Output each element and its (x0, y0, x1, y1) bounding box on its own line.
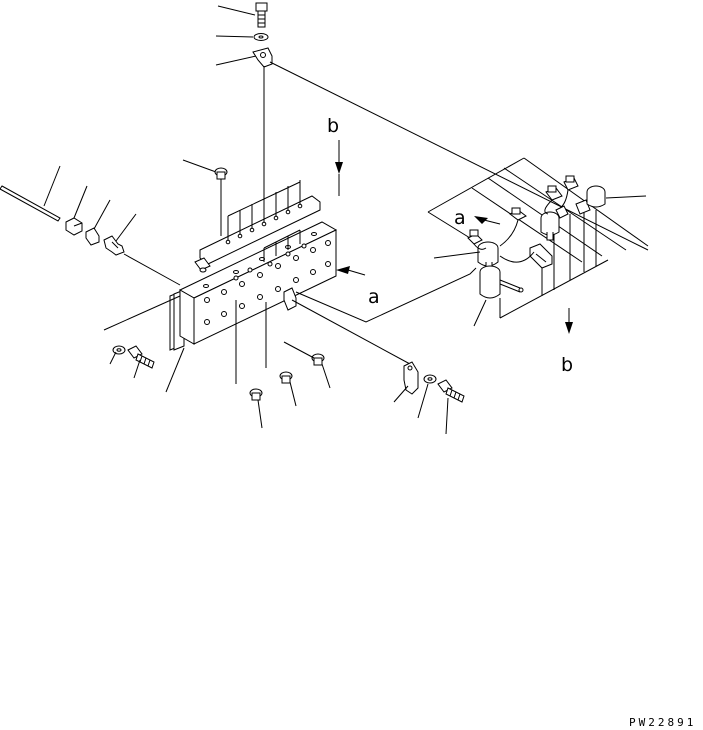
leader-top-washer (215, 35, 254, 38)
screw-lower-1 (249, 388, 263, 401)
fitting-left (103, 235, 125, 256)
leader-rod (43, 165, 61, 207)
leader-nut-left (73, 185, 88, 219)
callout-a-block: a (368, 286, 380, 308)
long-rod (0, 185, 61, 222)
valve-block (169, 221, 338, 351)
connector-2 (509, 207, 527, 221)
block-ports-row-2 (204, 261, 331, 325)
pressure-sensor-3 (586, 185, 606, 208)
connector-group-frame (427, 157, 649, 319)
leader-block-lower (165, 347, 185, 393)
screw-lower-3 (311, 353, 325, 366)
callout-b-upper: b (327, 115, 339, 137)
screw-lower-3-line (283, 341, 315, 359)
screw-lower-2 (279, 371, 293, 384)
arrow-a-upper-head (474, 216, 488, 224)
leader-bolt-lower-left (133, 359, 141, 379)
solenoid-sensor (479, 265, 524, 299)
leader-sleeve-left (93, 199, 111, 230)
screw-upper (214, 167, 228, 180)
harness-wire (295, 267, 477, 323)
leader-fitting-left (115, 213, 137, 242)
leader-washer-lower-right (417, 383, 429, 419)
callout-b-lower: b (561, 354, 573, 376)
leader-sensor-3 (605, 195, 647, 199)
block-ports-row-1 (204, 240, 331, 303)
strip-pins-lower (233, 229, 307, 281)
strip-pins (225, 180, 303, 245)
leader-screw-lower-1 (257, 399, 263, 429)
washer-lower-right (423, 374, 437, 384)
clip-to-connector-line (269, 61, 649, 251)
washer-lower-left (112, 345, 126, 355)
fitting-to-block-line (123, 253, 181, 286)
cable-clamp (403, 361, 419, 395)
leader-group-left (433, 251, 481, 259)
sleeve-left (85, 227, 100, 246)
arrow-a-block-head (336, 266, 350, 274)
bolt-lower-left (127, 345, 155, 369)
leader-cable-clamp (393, 385, 409, 403)
leader-top-bolt (217, 5, 256, 16)
connector-1 (467, 229, 483, 245)
connector-4 (563, 175, 579, 191)
nut-left (65, 217, 83, 236)
arrow-b-upper-head (335, 162, 343, 174)
bracket-to-clamp-line (291, 299, 411, 365)
leader-screw-lower-2 (289, 381, 297, 407)
leader-solenoid (473, 299, 487, 327)
plug-sensor (529, 243, 553, 269)
leader-screw-lower-3 (321, 363, 331, 389)
arrow-b-lower-head (565, 322, 573, 334)
block-harness-strip (194, 180, 321, 281)
leader-block-left (103, 295, 181, 331)
callout-a-upper: a (454, 207, 466, 229)
arrow-a-block-shaft (347, 269, 366, 276)
leader-washer-lower-left (109, 351, 117, 365)
block-bracket (283, 287, 297, 311)
figure-code: PW22891 (629, 716, 696, 729)
connector-3 (545, 185, 563, 201)
group-wires (473, 189, 569, 263)
leader-screw-upper (182, 159, 217, 173)
block-top-holes (203, 232, 317, 288)
top-clip (252, 47, 273, 68)
top-washer (253, 33, 269, 41)
bolt-lower-right (437, 379, 465, 403)
arrow-a-upper-shaft (483, 219, 501, 225)
leader-bolt-lower-right (445, 397, 449, 435)
top-bolt (255, 2, 268, 28)
leader-top-clip (215, 55, 257, 66)
pressure-sensor-2 (540, 211, 560, 241)
